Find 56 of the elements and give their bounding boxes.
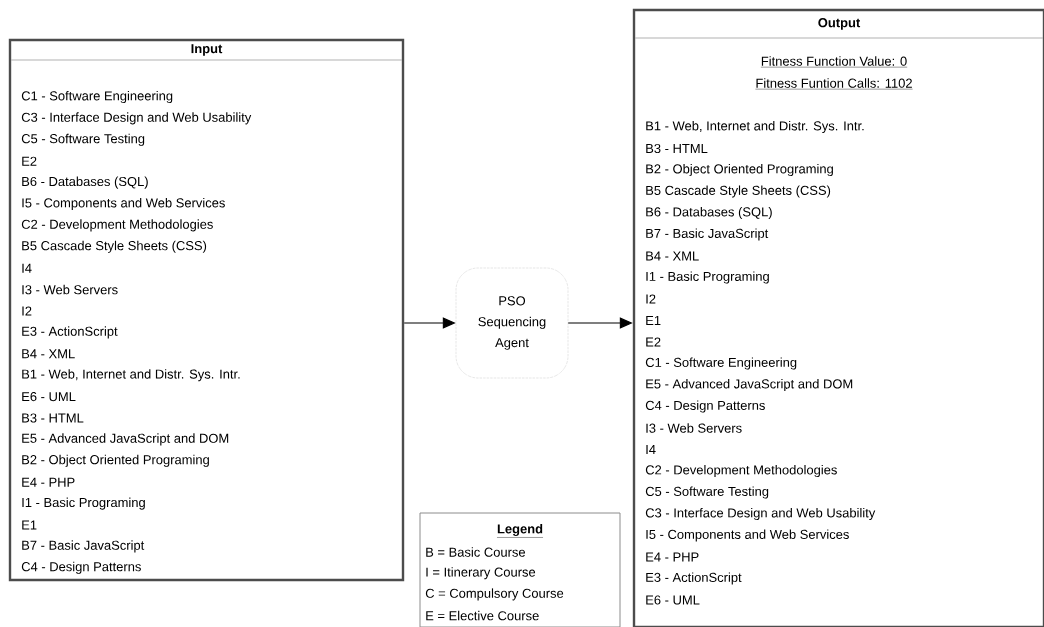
course-item: C5 - Software Testing: [21, 133, 145, 146]
course-item: B7 - Basic JavaScript: [646, 228, 769, 241]
course-item: I3 - Web Servers: [22, 284, 118, 295]
course-item: E2: [646, 337, 661, 347]
legend-entry: I = Itinerary Course: [426, 567, 536, 580]
course-item: C2 - Development Methodologies: [645, 464, 837, 478]
course-item: E5 - Advanced JavaScript and DOM: [22, 433, 229, 446]
course-item: E3 - ActionScript: [646, 572, 742, 585]
course-item: I2: [22, 306, 32, 316]
course-item: E1: [646, 316, 661, 325]
course-item: E2: [22, 156, 37, 166]
course-item: B5 Cascade Style Sheets (CSS): [646, 185, 831, 198]
course-item: B1 - Web, Internet and Distr. Sys. Intr.: [646, 120, 864, 134]
course-item: E1: [22, 520, 37, 530]
course-item: B2 - Object Oriented Programing: [22, 454, 209, 467]
course-item: C2 - Development Methodologies: [21, 219, 213, 232]
course-item: C4 - Design Patterns: [645, 400, 765, 413]
course-item: I4: [646, 445, 656, 454]
course-item: B4 - XML: [22, 349, 75, 359]
agent-box: PSO Sequencing Agent: [455, 267, 569, 379]
legend-entry: E = Elective Course: [426, 610, 539, 621]
course-item: C5 - Software Testing: [645, 486, 769, 499]
course-item: B3 - HTML: [646, 143, 708, 154]
course-item: B3 - HTML: [22, 413, 84, 423]
legend-entry: C = Compulsory Course: [425, 588, 564, 601]
course-item: B2 - Object Oriented Programing: [646, 163, 833, 177]
course-item: I5 - Components and Web Services: [646, 529, 849, 542]
course-item: B6 - Databases (SQL): [646, 206, 772, 220]
panel-heading: Input: [191, 44, 223, 56]
course-item: B6 - Databases (SQL): [22, 176, 148, 189]
course-item: E3 - ActionScript: [22, 326, 118, 339]
course-item: I5 - Components and Web Services: [22, 197, 225, 211]
course-item: E6 - UML: [646, 595, 700, 605]
fitness-result: Fitness Function Value: 0: [760, 56, 908, 68]
course-item: B7 - Basic JavaScript: [22, 540, 145, 553]
course-item: E5 - Advanced JavaScript and DOM: [646, 378, 853, 392]
course-item: B1 - Web, Internet and Distr. Sys. Intr.: [22, 369, 240, 382]
course-item: C1 - Software Engineering: [21, 90, 173, 104]
panel-heading: Output: [818, 18, 861, 30]
fitness-result: Fitness Funtion Calls: 1102: [755, 78, 913, 90]
course-item: I1 - Basic Programing: [646, 271, 769, 284]
course-item: E4 - PHP: [646, 552, 699, 562]
course-item: I4: [22, 263, 32, 273]
course-item: I3 - Web Servers: [646, 423, 742, 433]
course-item: C4 - Design Patterns: [21, 561, 141, 574]
course-item: E6 - UML: [22, 392, 76, 402]
course-item: B5 Cascade Style Sheets (CSS): [22, 240, 207, 253]
course-item: C3 - Interface Design and Web Usability: [21, 112, 252, 125]
legend-heading: Legend: [496, 523, 544, 538]
course-item: C3 - Interface Design and Web Usability: [645, 507, 876, 521]
course-item: B4 - XML: [646, 251, 699, 261]
course-item: C1 - Software Engineering: [645, 357, 797, 370]
legend-entry: B = Basic Course: [426, 547, 526, 557]
course-item: E4 - PHP: [22, 477, 75, 487]
course-item: I1 - Basic Programing: [22, 497, 145, 510]
course-item: I2: [646, 294, 656, 304]
